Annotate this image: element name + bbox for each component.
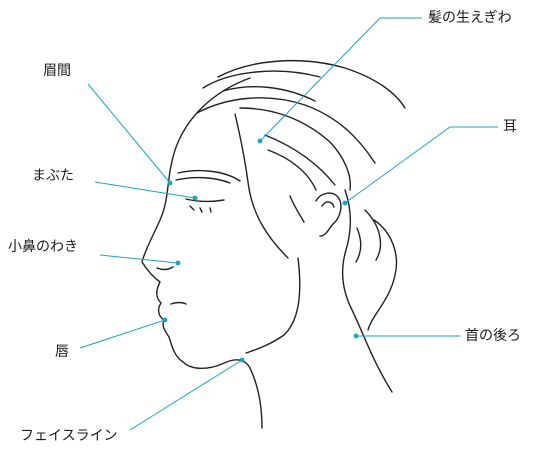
label-nose-wing: 小鼻のわき xyxy=(8,239,78,255)
label-glabella: 眉間 xyxy=(43,63,71,79)
label-back-of-neck: 首の後ろ xyxy=(465,328,521,344)
dot-back-of-neck xyxy=(353,333,359,339)
label-hairline: 髪の生えぎわ xyxy=(428,10,512,26)
label-lips: 唇 xyxy=(55,344,69,360)
leader-eyelid xyxy=(94,181,196,199)
label-face-line: フェイスライン xyxy=(20,428,118,444)
leader-nose-wing xyxy=(99,254,179,264)
anchor-dots xyxy=(162,138,359,363)
leader-hairline xyxy=(259,17,422,142)
leader-lips xyxy=(79,319,166,349)
leader-lines xyxy=(79,17,498,431)
dot-lips xyxy=(162,317,168,323)
face-outline xyxy=(141,59,406,429)
label-eyelid: まぶた xyxy=(32,168,74,184)
leader-glabella xyxy=(87,83,171,184)
dot-nose-wing xyxy=(175,260,181,266)
dot-eyelid xyxy=(192,195,198,201)
leader-face-line xyxy=(129,359,243,431)
dot-hairline xyxy=(257,138,263,144)
label-ear: 耳 xyxy=(503,119,517,135)
dot-ear xyxy=(342,200,348,206)
dot-face-line xyxy=(239,357,245,363)
dot-glabella xyxy=(167,180,173,186)
leader-ear xyxy=(344,126,498,204)
